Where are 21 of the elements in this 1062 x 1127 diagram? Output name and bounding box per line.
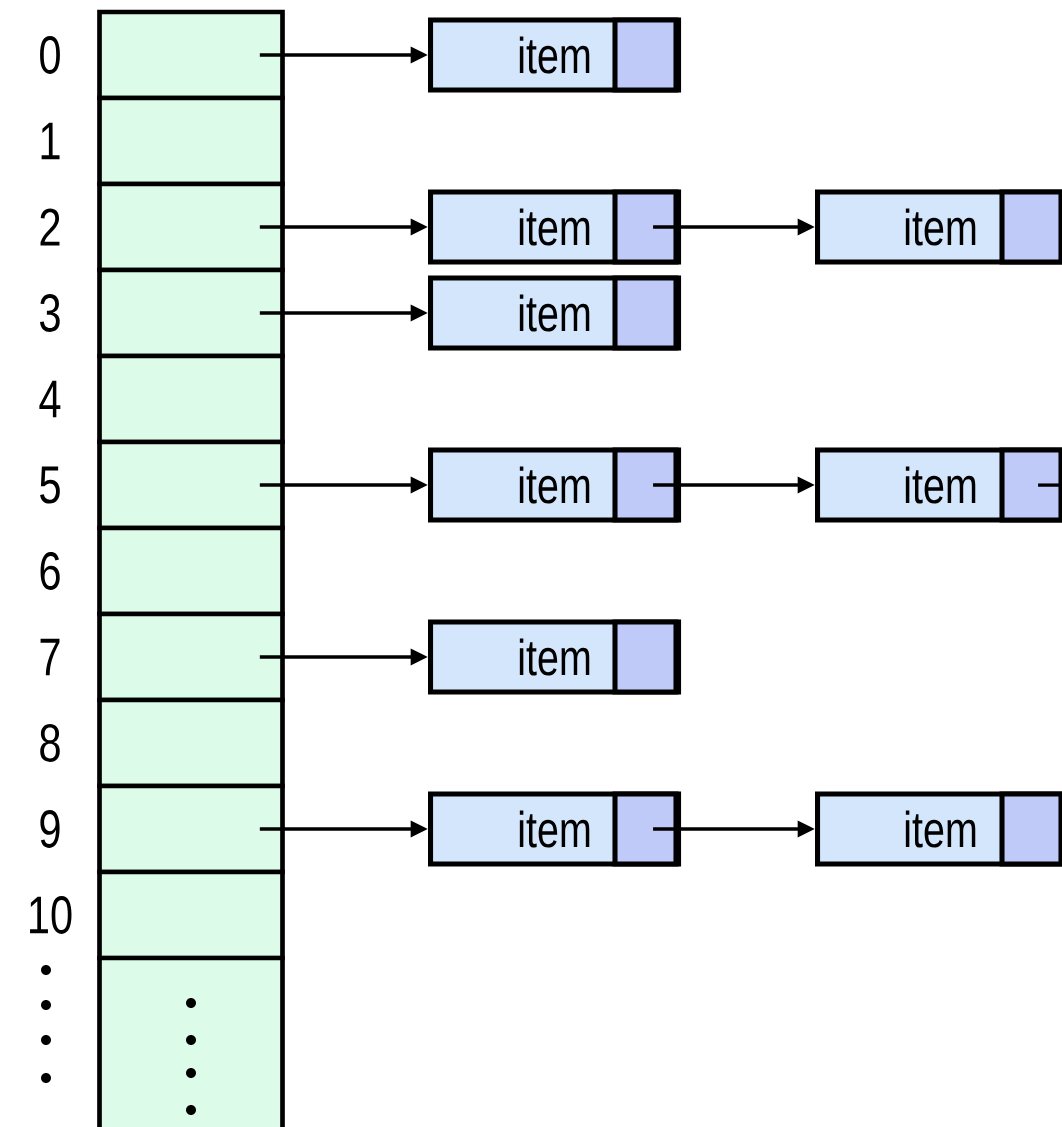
index-number: 6 [40, 552, 60, 590]
list-node: item [428, 275, 682, 351]
index-number: 9 [40, 810, 60, 848]
index-number: 10 [30, 896, 72, 934]
index-number: 4 [39, 380, 61, 418]
list-node: item [428, 447, 682, 523]
index-number: 2 [40, 208, 60, 246]
index-number: 8 [40, 724, 60, 762]
list-node: item [428, 17, 682, 93]
list-node: item [815, 447, 1062, 523]
list-node: item [815, 791, 1062, 867]
list-node: item [428, 189, 682, 265]
index-number: 0 [40, 36, 60, 74]
list-node: item [428, 791, 682, 867]
list-node: item [815, 189, 1062, 265]
index-number: 1 [41, 122, 60, 160]
index-number: 5 [40, 466, 60, 504]
index-number: 3 [40, 294, 60, 332]
list-node: item [428, 619, 682, 695]
index-number: 7 [40, 638, 60, 676]
array-cell [97, 955, 285, 1127]
